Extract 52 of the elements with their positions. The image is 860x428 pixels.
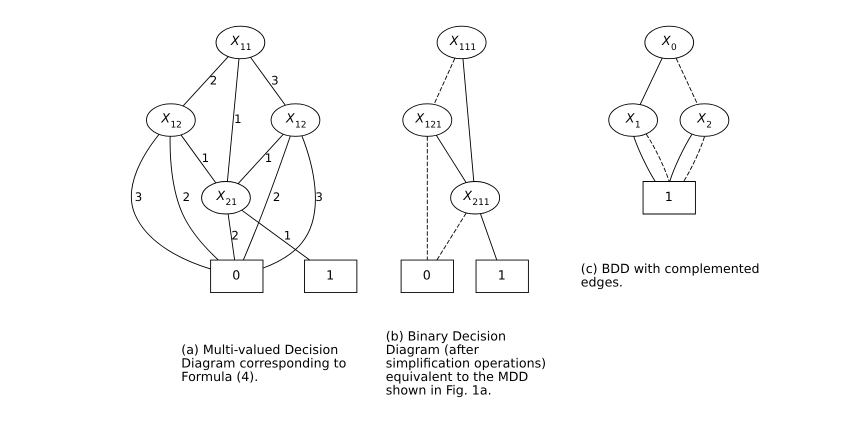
connector bbox=[238, 134, 284, 184]
node-ellipse: X$_{211}$ bbox=[450, 181, 500, 214]
edge-label: 1 bbox=[264, 151, 272, 165]
node-ellipse: X$_{121}$ bbox=[402, 103, 452, 137]
connector bbox=[228, 214, 236, 260]
connector bbox=[480, 213, 498, 260]
edge-label: 1 bbox=[202, 151, 210, 165]
node-box: 0 bbox=[210, 260, 264, 293]
connector bbox=[242, 136, 291, 260]
label: (a) Multi-valued Decision Diagram corresponding to Formula (4). bbox=[181, 342, 346, 384]
label: (c) BDD with complemented edges. bbox=[580, 260, 760, 290]
edge-label: 3 bbox=[271, 73, 279, 88]
edge-label: 2 bbox=[272, 190, 280, 204]
edge-label: 2 bbox=[231, 228, 239, 243]
connector bbox=[436, 212, 467, 260]
edge-label: 3 bbox=[134, 190, 142, 204]
connector bbox=[646, 134, 670, 182]
edge-label: 1 bbox=[284, 228, 292, 243]
connector bbox=[462, 58, 474, 182]
node-ellipse: X$_{12}$ bbox=[270, 103, 320, 137]
connector bbox=[669, 134, 692, 182]
node-ellipse: X$_{111}$ bbox=[436, 26, 487, 60]
node-ellipse: X$_{21}$ bbox=[201, 181, 251, 214]
connector bbox=[434, 58, 456, 105]
connector bbox=[241, 210, 310, 260]
connector bbox=[633, 136, 656, 182]
connector bbox=[436, 134, 466, 183]
edge-label: 2 bbox=[210, 73, 218, 88]
label: (b) Binary Decision Diagram (after simplification operations) equivalent to the MDD shown in Fig. 1a. bbox=[386, 328, 546, 398]
node-box: 1 bbox=[304, 260, 358, 293]
connector bbox=[180, 134, 216, 184]
connector bbox=[262, 136, 316, 269]
connector bbox=[683, 136, 705, 182]
node-ellipse: X$_{11}$ bbox=[216, 26, 266, 60]
edge-label: 3 bbox=[315, 190, 323, 204]
connector bbox=[426, 136, 428, 260]
node-box: 0 bbox=[400, 260, 454, 293]
node-ellipse: X$_{1}$ bbox=[608, 103, 658, 137]
connector bbox=[170, 136, 219, 260]
edge-label: 2 bbox=[182, 190, 190, 204]
node-ellipse: X$_{0}$ bbox=[644, 26, 694, 60]
node-box: 1 bbox=[642, 181, 696, 214]
connector bbox=[182, 56, 229, 106]
connector bbox=[226, 58, 240, 182]
edge-label: 1 bbox=[234, 112, 242, 126]
connector bbox=[130, 134, 211, 270]
connector bbox=[640, 58, 663, 105]
node-ellipse: X$_{12}$ bbox=[146, 103, 196, 137]
node-ellipse: X$_{2}$ bbox=[680, 103, 730, 137]
node-box: 1 bbox=[476, 260, 529, 293]
connector bbox=[250, 56, 286, 106]
connector bbox=[676, 58, 698, 105]
